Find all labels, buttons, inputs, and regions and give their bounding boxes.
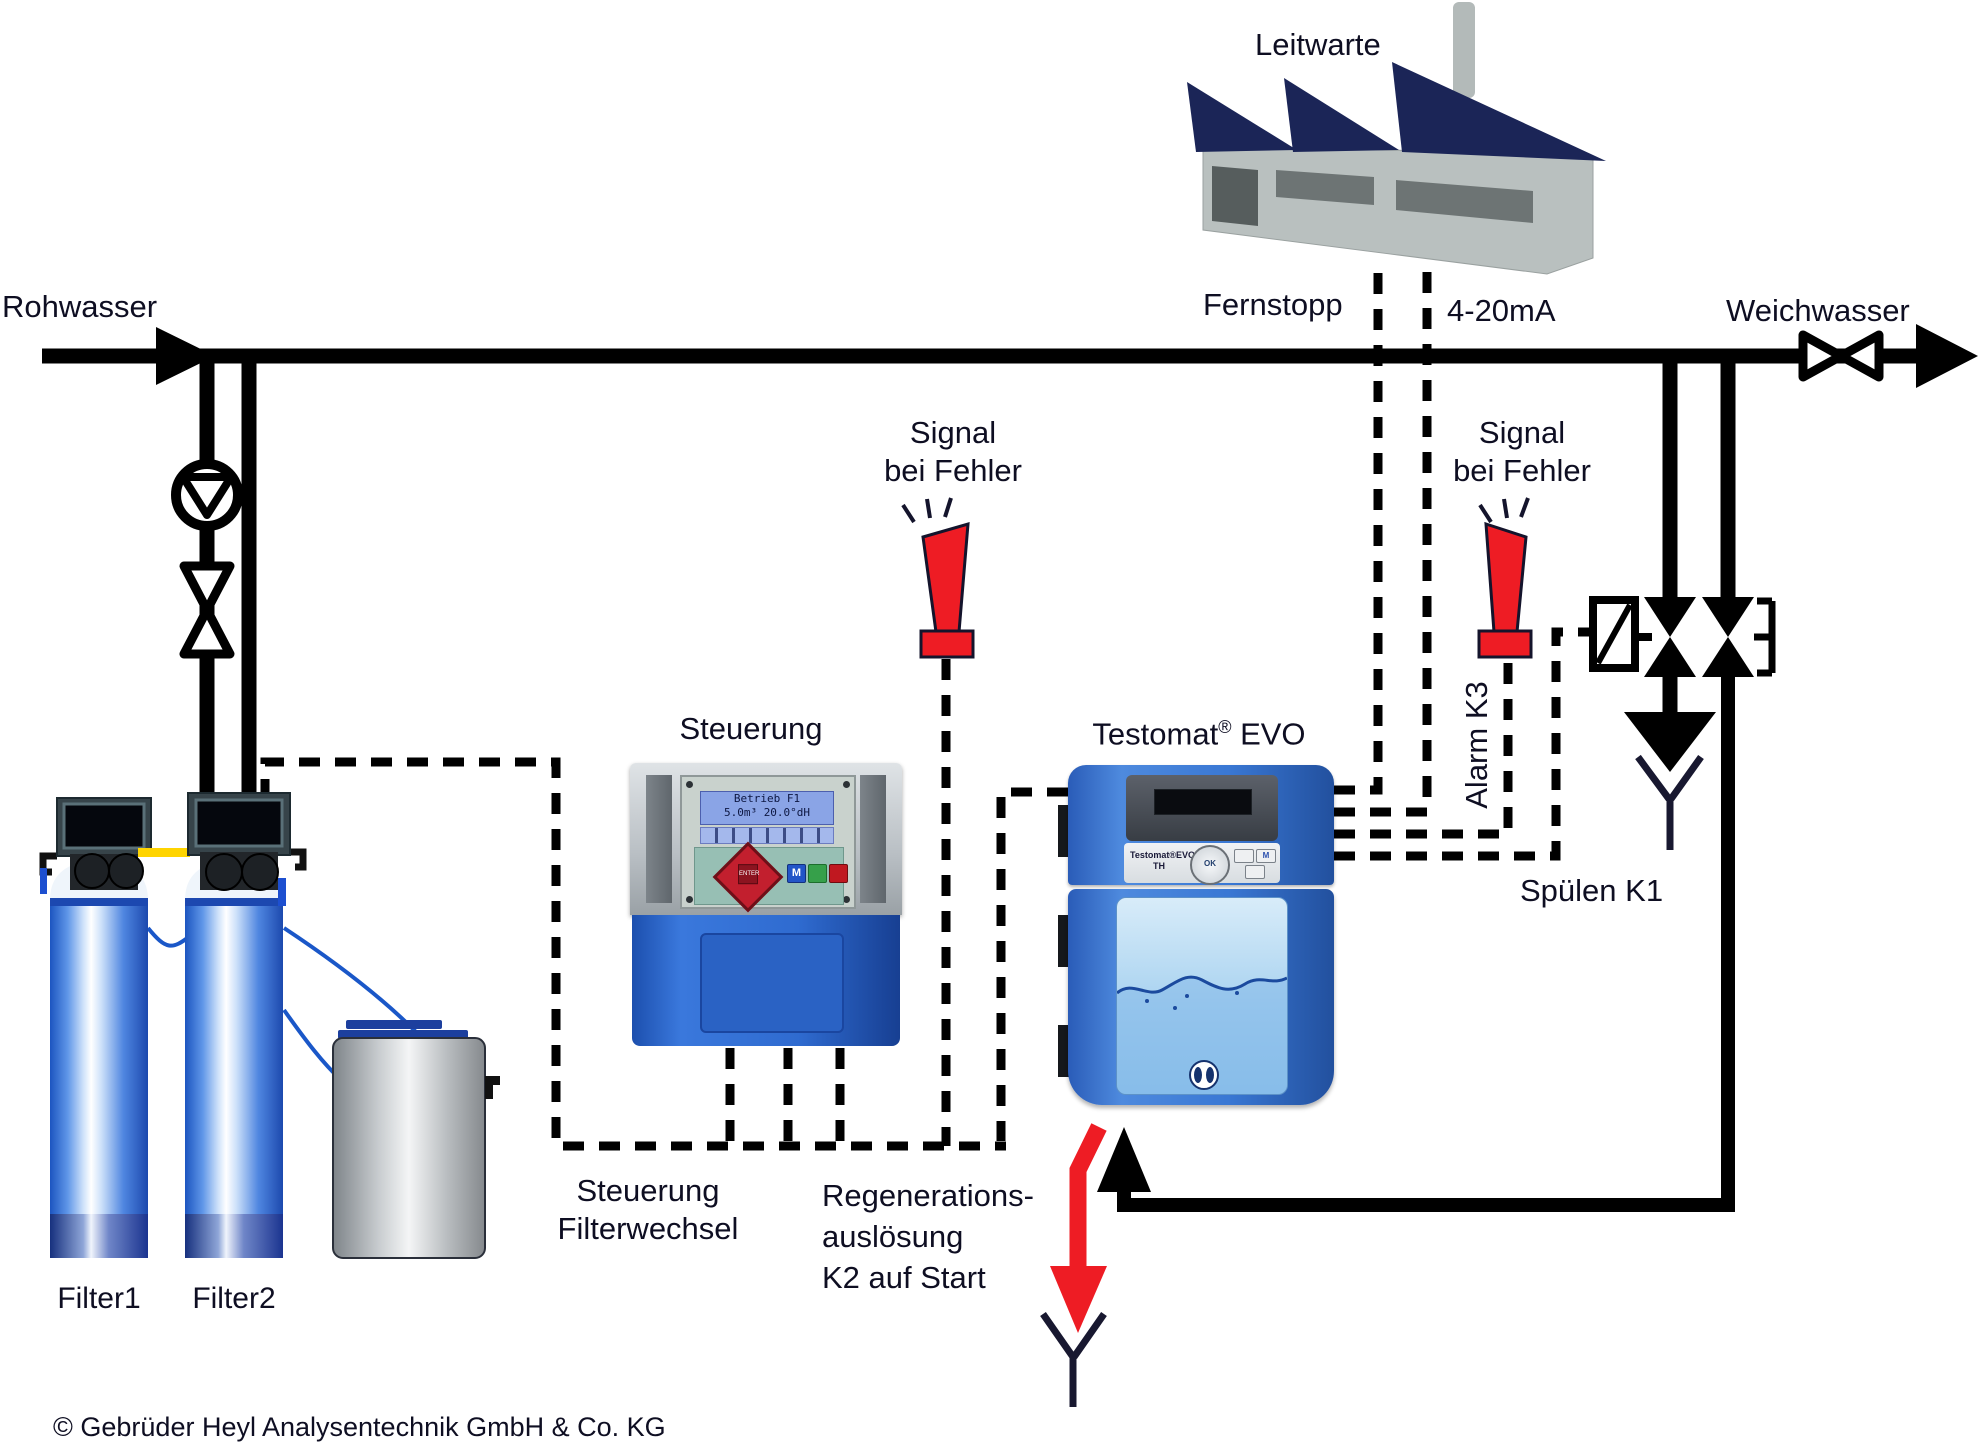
filter1-control-head-icon (39, 797, 152, 894)
testomat-brand: Testomat®EVO (1130, 850, 1195, 860)
roof-tooth-icon (1187, 82, 1297, 152)
drain-funnel-icon (1040, 1311, 1107, 1407)
testomat-door (1116, 897, 1288, 1095)
steuerung-device: Betrieb F1 5.0m³ 20.0°dH ENTER M (630, 763, 902, 1046)
testomat-keypad-band: Testomat®EVO TH OK M (1124, 843, 1280, 885)
hinge-icon (1058, 1025, 1069, 1077)
mount-slot-icon (860, 775, 886, 903)
water-wave-graphic (1117, 975, 1287, 1094)
screw-icon (686, 896, 693, 903)
info-button[interactable] (1245, 865, 1265, 879)
steuerung-door (700, 933, 844, 1033)
steuerung-keypad: ENTER M (694, 841, 848, 913)
testomat-display-panel (1126, 775, 1278, 841)
steuerung-lcd: Betrieb F1 5.0m³ 20.0°dH (700, 791, 834, 825)
label-signal-left: Signal bei Fehler (884, 415, 1022, 488)
screw-icon (686, 781, 693, 788)
label-steuerung-filterwechsel: Steuerung Filterwechsel (557, 1173, 739, 1246)
main-pipe (42, 348, 1924, 1212)
outlet-valve-icon (1798, 330, 1884, 382)
filter1-tank (50, 860, 148, 1258)
label-alarm-k3: Alarm K3 (1459, 681, 1494, 809)
filter2-control-head-icon (187, 792, 307, 906)
arrow-keys-icon[interactable]: ENTER (712, 841, 784, 913)
alarm-horn-left-icon (901, 497, 975, 659)
label-signal-right: Signal bei Fehler (1453, 415, 1591, 488)
enter-key[interactable]: ENTER (738, 864, 759, 885)
steuerung-lower-housing (632, 915, 900, 1046)
heyl-logo-icon (1189, 1060, 1219, 1090)
valve-icon (179, 561, 235, 659)
nav-ok-dial[interactable]: OK (1190, 845, 1230, 885)
copyright-text: © Gebrüder Heyl Analysentechnik GmbH & C… (53, 1412, 666, 1442)
label-filter1: Filter1 (57, 1282, 141, 1315)
return-arrow-icon (1097, 1127, 1151, 1192)
actuated-valve-icon (1702, 597, 1776, 677)
head-link-pipe (138, 848, 190, 857)
testomat-model: TH (1153, 861, 1165, 871)
status-led-strip (700, 827, 834, 844)
solenoid-drain-valve-icon (1589, 596, 1696, 677)
steuerung-front-panel: Betrieb F1 5.0m³ 20.0°dH ENTER M (680, 775, 856, 913)
testomat-device: Testomat®EVO TH OK M (1058, 765, 1334, 1105)
pump-icon (171, 459, 243, 531)
label-4-20ma: 4-20mA (1447, 293, 1556, 328)
label-fernstopp: Fernstopp (1203, 287, 1343, 322)
ok-green-button[interactable] (808, 864, 827, 883)
mount-slot-icon (646, 775, 672, 903)
cancel-red-button[interactable] (829, 864, 848, 883)
hinge-icon (1058, 915, 1069, 967)
regeneration-arrow-icon (1050, 1123, 1107, 1333)
roof-tooth-icon (1392, 62, 1606, 161)
m-button[interactable]: M (787, 864, 806, 883)
factory-icon (1187, 2, 1606, 275)
hinge-icon (1058, 805, 1069, 857)
flow-arrow-icon (156, 327, 215, 385)
filter2-tank (185, 860, 283, 1258)
testomat-upper-housing: Testomat®EVO TH OK M (1068, 765, 1334, 885)
lcd-line1: Betrieb F1 (733, 792, 801, 805)
label-leitwarte: Leitwarte (1255, 27, 1381, 62)
steuerung-frame: Betrieb F1 5.0m³ 20.0°dH ENTER M (630, 763, 902, 915)
spigot-icon (485, 1076, 500, 1099)
lcd-line2: 5.0m³ 20.0°dH (723, 806, 811, 819)
flow-arrow-icon (1916, 324, 1978, 388)
alarm-horn-right-icon (1477, 497, 1533, 659)
label-testomat: Testomat® EVO (1092, 716, 1306, 752)
signal-wiring (260, 258, 1592, 1151)
drain-arrow-icon (1624, 712, 1716, 772)
m-button[interactable]: M (1256, 849, 1276, 863)
brine-tank (332, 1020, 500, 1259)
testomat-lcd (1154, 789, 1252, 815)
label-regeneration: Regenerations- auslösung K2 auf Start (822, 1178, 1034, 1295)
screw-icon (843, 896, 850, 903)
label-rohwasser: Rohwasser (2, 289, 158, 324)
drain-funnel-icon (1635, 754, 1704, 850)
label-filter2: Filter2 (192, 1282, 276, 1315)
label-steuerung: Steuerung (679, 711, 823, 746)
hand-button[interactable] (1234, 849, 1254, 863)
label-spuelen-k1: Spülen K1 (1520, 873, 1664, 908)
testomat-lower-housing (1068, 889, 1334, 1105)
roof-tooth-icon (1284, 78, 1399, 152)
label-weichwasser: Weichwasser (1726, 293, 1910, 328)
screw-icon (843, 781, 850, 788)
